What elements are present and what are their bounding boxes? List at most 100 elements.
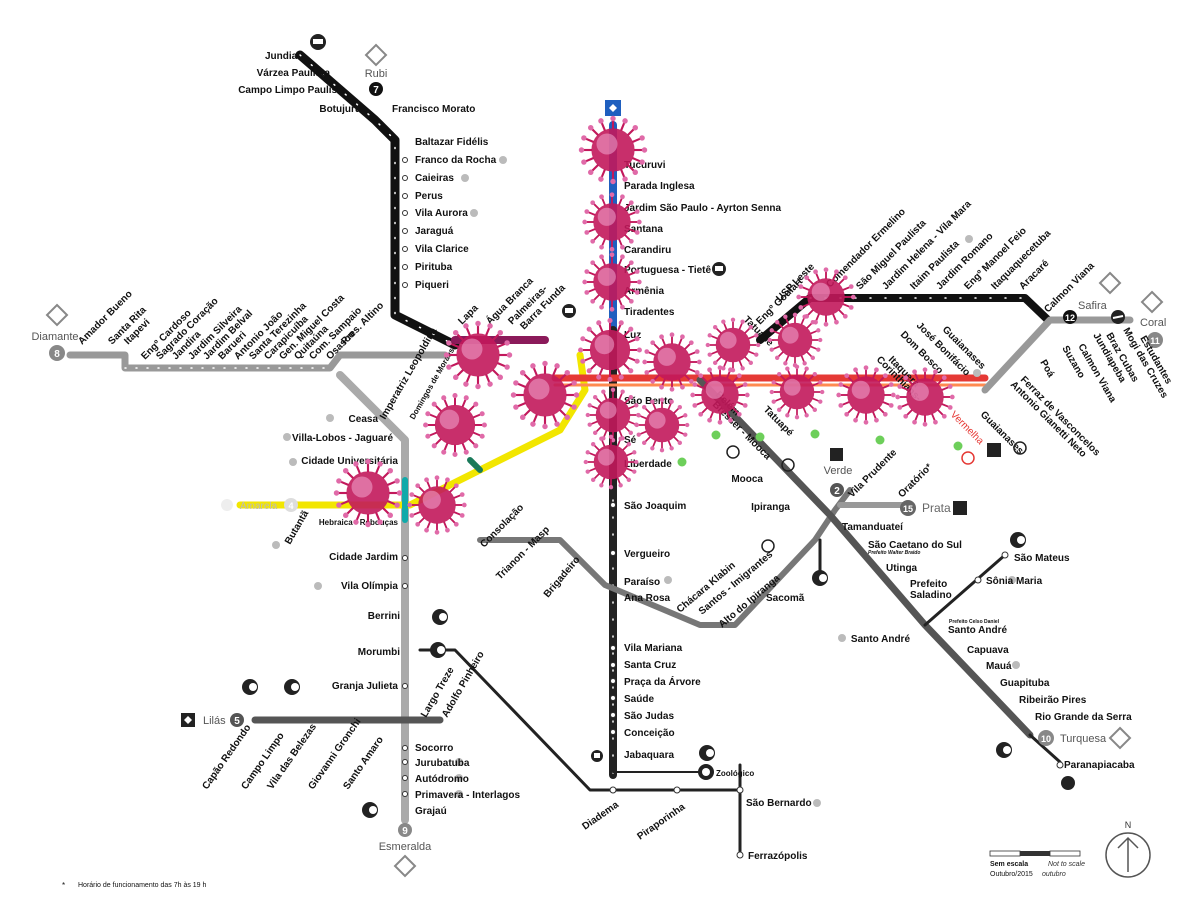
bus-icon	[310, 34, 326, 50]
station-zoologico: Zoológico	[716, 769, 754, 778]
cptm-logo-icon	[1098, 271, 1122, 295]
station-vila-aurora: Vila Aurora	[415, 208, 468, 219]
station-vila-olimpia: Vila Olímpia	[341, 581, 398, 592]
airport-icon	[1111, 310, 1125, 324]
badge-turquesa-name: Turquesa	[1060, 733, 1107, 745]
line-esmeralda	[336, 371, 409, 824]
line-turquesa	[696, 376, 1034, 739]
station-sao-bernardo: São Bernardo	[746, 798, 812, 809]
station-grajau: Grajaú	[415, 806, 447, 817]
badge-prata-name: Prata	[922, 501, 951, 515]
grey-markers	[272, 156, 1020, 807]
station-sonia-maria: Sônia Maria	[986, 576, 1043, 587]
badge-verde-number: 2	[834, 486, 840, 497]
station-santa-cruz: Santa Cruz	[624, 660, 676, 671]
station-utinga: Utinga	[886, 563, 918, 574]
cptm-logo-icon	[1108, 726, 1132, 750]
station-piqueri: Piqueri	[415, 280, 449, 291]
station-ana-rosa: Ana Rosa	[624, 593, 671, 604]
cptm-logo-icon	[45, 303, 69, 327]
station-imperatriz-leopoldina: Imperatriz Leopoldina	[378, 326, 440, 422]
station-armenia: Armênia	[624, 286, 664, 297]
bus-icon	[591, 750, 603, 762]
station-rio-grande-da-serra: Rio Grande da Serra	[1035, 712, 1132, 723]
station-vergueiro: Vergueiro	[624, 549, 670, 560]
north-arrow-icon	[1117, 836, 1139, 872]
station-liberdade: Liberdade	[624, 459, 672, 470]
station-morumbi: Morumbi	[358, 647, 400, 658]
station-portuguesa-tiete: Portuguesa - Tietê	[624, 265, 711, 276]
station-paranapiacaba: Paranapiacaba	[1064, 760, 1135, 771]
virus-overlay	[333, 115, 955, 535]
badge-safira: 12 Safira	[1063, 271, 1122, 324]
north-arrow: N	[1105, 820, 1151, 878]
station-jurubatuba: Jurubatuba	[415, 758, 470, 769]
virus-icon	[634, 397, 690, 453]
virus-icon	[796, 267, 856, 327]
station-franco-da-rocha: Franco da Rocha	[415, 155, 497, 166]
station-poa: Poá	[1037, 358, 1056, 380]
virus-icon	[895, 367, 955, 427]
station-hebraica-reboucas: Hebraica - Rebouças	[319, 518, 399, 527]
transfer-icons	[242, 34, 1125, 818]
station-autodromo: Autódromo	[415, 774, 469, 785]
paranapiacaba-icon	[1061, 776, 1075, 790]
station-santana: Santana	[624, 224, 663, 235]
station-sao-joaquim: São Joaquim	[624, 501, 686, 512]
badge-esmeralda: 9 Esmeralda	[379, 823, 432, 878]
badge-safira-name: Safira	[1078, 300, 1108, 312]
station-tucuruvi: Tucuruvi	[624, 160, 666, 171]
station-conceicao: Conceição	[624, 728, 675, 739]
station-ferrazopolis: Ferrazópolis	[748, 851, 808, 862]
badge-coral-number: 11	[1150, 336, 1160, 346]
station-socorro: Socorro	[415, 743, 453, 754]
station-guapituba: Guapituba	[1000, 678, 1050, 689]
virus-icon	[769, 364, 825, 420]
metro-connection-icon	[996, 742, 1012, 758]
station-granja-julieta: Granja Julieta	[332, 681, 399, 692]
badge-esmeralda-name: Esmeralda	[379, 841, 432, 853]
station-perus: Perus	[415, 191, 443, 202]
station-santo-andre-emtu: Santo André	[851, 634, 911, 645]
virus-icon	[836, 365, 896, 425]
emtu-icon	[726, 445, 740, 459]
station-campo-limpo-paulista: Campo Limpo Paulista	[238, 85, 346, 96]
virus-icon	[333, 458, 403, 528]
badge-azul	[605, 100, 621, 116]
station-markers	[402, 157, 1064, 859]
emtu-icon	[961, 451, 975, 465]
virus-icon	[582, 192, 642, 252]
badge-prata-number: 15	[903, 504, 913, 514]
badge-prata: 15 Prata	[900, 500, 967, 516]
bus-icon	[712, 262, 726, 276]
virus-icon	[510, 360, 580, 430]
oratorio-footnote-mark: *	[926, 462, 930, 472]
station-ipiranga: Ipiranga	[751, 502, 790, 513]
line-sao-mateus	[923, 553, 1007, 627]
badge-amarela-number: 4	[288, 501, 293, 511]
badge-lilas-number: 5	[234, 716, 240, 727]
scale-legend: Sem escala Not to scale Outubro/2015 out…	[989, 850, 1085, 878]
station-pirituba: Pirituba	[415, 262, 453, 273]
station-francisco-morato: Francisco Morato	[392, 104, 475, 115]
line-diamante	[66, 351, 449, 372]
station-se: Sé	[624, 435, 637, 446]
station-prefeito-walter-braido: Prefeito Walter Braido	[868, 550, 920, 556]
virus-icon	[407, 475, 467, 535]
cptm-logo-icon	[1140, 290, 1164, 314]
footnote: * Horário de funcionamento das 7h às 19 …	[62, 881, 207, 890]
station-prefeito-saladino: Prefeito	[910, 579, 947, 590]
badge-amarela: Amarela 4	[221, 498, 298, 512]
metro-connection-icon	[284, 679, 300, 695]
virus-icon	[423, 393, 487, 457]
station-diadema: Diadema	[580, 799, 621, 832]
metro-connection-icon	[699, 745, 715, 761]
virus-icon	[767, 312, 823, 368]
badge-coral-name: Coral	[1140, 317, 1166, 329]
bus-icon	[562, 304, 576, 318]
virus-icon	[642, 332, 702, 392]
station-primavera-interlagos: Primavera - Interlagos	[415, 790, 520, 801]
station-brigadeiro: Brigadeiro	[542, 555, 583, 600]
badge-verde: Verde 2	[824, 448, 852, 497]
